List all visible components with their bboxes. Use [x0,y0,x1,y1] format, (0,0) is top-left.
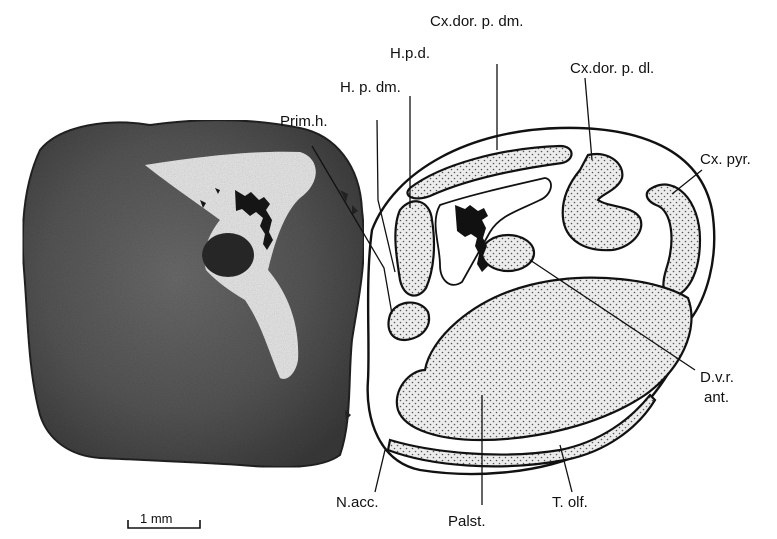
label-t-olf: T. olf. [552,494,588,511]
label-h-p-dm: H. p. dm. [340,79,401,96]
label-cx-pyr: Cx. pyr. [700,151,751,168]
region-d-v-r-ant [482,235,534,271]
region-cx-dor-p-dl [563,154,642,250]
scale-bar: 1 mm [128,511,200,528]
region-h-p-d [395,201,434,295]
label-palst: Palst. [448,513,486,530]
region-cx-pyr [647,185,700,297]
label-cx-dor-p-dm: Cx.dor. p. dm. [430,13,523,30]
label-h-p-d: H.p.d. [390,45,430,62]
schematic-drawing [368,128,715,474]
region-prim-h [389,303,429,340]
label-d-v-r: D.v.r. [700,369,734,386]
label-d-v-r-ant: ant. [704,389,729,406]
region-palst [397,278,692,440]
scale-bar-label: 1 mm [140,511,173,526]
photomicrograph-section [23,120,364,467]
ventricle-flecks [455,205,488,272]
label-prim-h: Prim.h. [280,113,328,130]
label-n-acc: N.acc. [336,494,379,511]
label-cx-dor-p-dl: Cx.dor. p. dl. [570,60,654,77]
